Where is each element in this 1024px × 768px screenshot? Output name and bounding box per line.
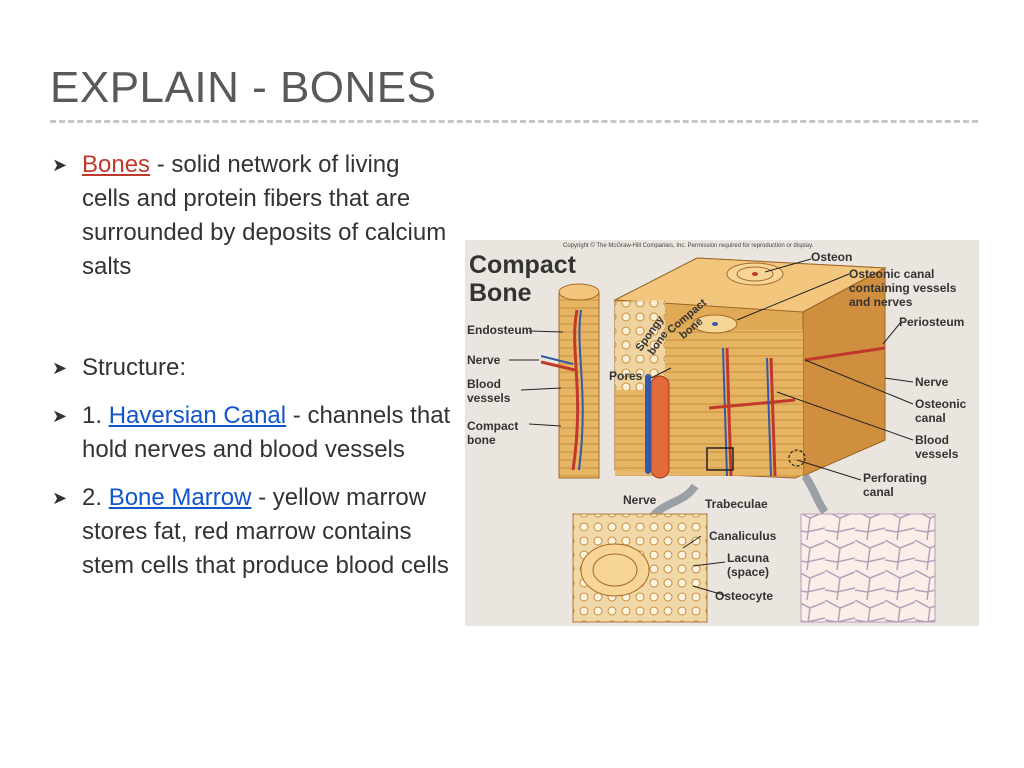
bullet-arrow-icon: ➤ — [52, 406, 68, 426]
copyright-notice: Copyright © The McGraw-Hill Companies, I… — [563, 242, 814, 249]
label-osteocyte: Osteocyte — [715, 589, 773, 603]
magnify-arrow-icon — [801, 473, 829, 515]
label-endosteum: Endosteum — [467, 323, 532, 337]
bullet-prefix: 1. — [82, 402, 109, 429]
label-nerve: Nerve — [467, 353, 501, 367]
bullet-text: Structure: — [82, 354, 187, 381]
label-osteonic-canal-vessels: Osteonic canal — [849, 267, 934, 281]
label-compact-bone: Compact — [467, 419, 518, 433]
figure-heading: Compact — [469, 251, 577, 279]
bone-cross-section — [540, 283, 600, 479]
label-nerve-right: Nerve — [915, 375, 949, 389]
title-divider — [50, 120, 978, 123]
bullet-text: - yellow marrow stores fat, red marrow c… — [82, 484, 449, 579]
bone-cells-closeup — [800, 513, 936, 623]
bullet-arrow-icon: ➤ — [52, 155, 68, 175]
label-periosteum: Periosteum — [899, 315, 964, 329]
label-blood-vessels-right: vessels — [915, 447, 959, 461]
bullet-arrow-icon: ➤ — [52, 488, 68, 508]
label-pores: Pores — [609, 369, 643, 383]
label-canaliculus: Canaliculus — [709, 529, 777, 543]
bullet-arrow-icon: ➤ — [52, 358, 68, 378]
label-perforating-canal: Perforating — [863, 471, 927, 485]
label-trabeculae: Trabeculae — [705, 497, 768, 511]
bullet-structure: ➤ Structure: — [52, 351, 452, 385]
label-blood-vessels: vessels — [467, 391, 511, 405]
leader-lines — [509, 258, 914, 597]
label-lacuna: Lacuna — [727, 551, 769, 565]
label-lacuna-space: (space) — [727, 565, 769, 579]
bone-block — [613, 257, 887, 479]
compact-bone-figure: Copyright © The McGraw-Hill Companies, I… — [465, 240, 979, 626]
bullet-prefix: 2. — [82, 484, 109, 511]
label-compact-bone: bone — [467, 433, 496, 447]
label-osteonic-canal-vessels: and nerves — [849, 295, 913, 309]
bullet-list: ➤ Bones - solid network of living cells … — [52, 148, 452, 583]
bullet-haversian-canal: ➤ 1. Haversian Canal - channels that hol… — [52, 399, 452, 467]
label-osteonic-canal-vessels: containing vessels — [849, 281, 957, 295]
slide-title: EXPLAIN - BONES — [50, 63, 437, 112]
bullet-bone-marrow: ➤ 2. Bone Marrow - yellow marrow stores … — [52, 481, 452, 583]
bullet-text: - channels that hold nerves and blood ve… — [82, 402, 451, 463]
figure-heading: Bone — [469, 279, 532, 307]
bone-marrow-link[interactable]: Bone Marrow — [108, 484, 252, 511]
label-osteonic-canal: canal — [915, 411, 946, 425]
haversian-canal-link[interactable]: Haversian Canal — [108, 402, 287, 429]
label-blood-vessels: Blood — [467, 377, 501, 391]
magnify-arrow-icon — [649, 483, 699, 519]
bones-link[interactable]: Bones — [82, 151, 151, 178]
osteon-closeup — [580, 543, 650, 597]
label-blood-vessels-right: Blood — [915, 433, 949, 447]
compact-bone-diagram: Copyright © The McGraw-Hill Companies, I… — [467, 242, 967, 623]
label-osteonic-canal: Osteonic — [915, 397, 967, 411]
bullet-bones: ➤ Bones - solid network of living cells … — [52, 148, 452, 284]
bullet-text: - solid network of living cells and prot… — [82, 151, 447, 280]
label-osteon: Osteon — [811, 250, 852, 264]
label-perforating-canal: canal — [863, 485, 894, 499]
label-nerve-bottom: Nerve — [623, 493, 657, 507]
